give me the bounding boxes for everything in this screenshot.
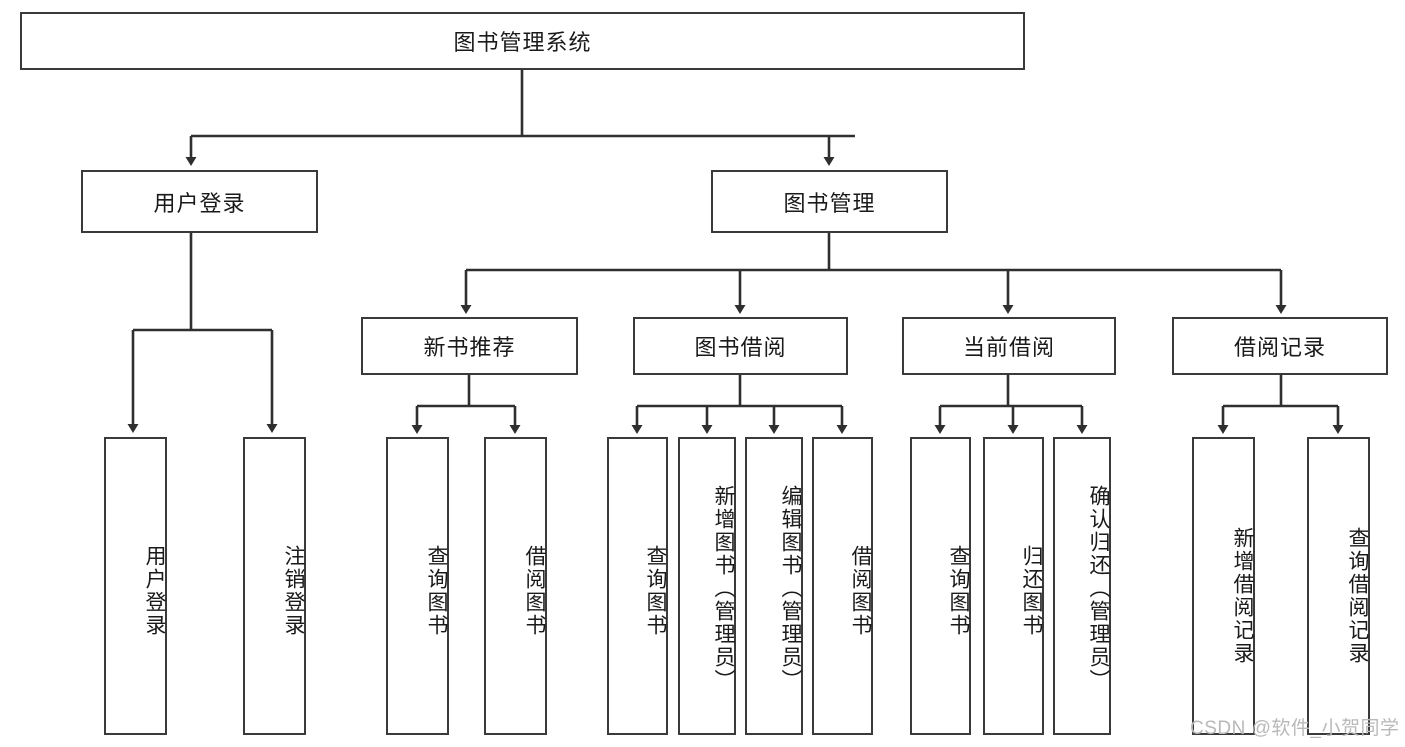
node-leaf-query-book-c-label: 查询图书 xyxy=(947,545,970,637)
node-leaf-query-book-rec[interactable]: 查询图书 xyxy=(386,437,449,735)
node-leaf-logout-label: 注销登录 xyxy=(282,545,305,637)
node-leaf-return-book[interactable]: 归还图书 xyxy=(983,437,1044,735)
edges-root-to-level2 xyxy=(185,70,855,166)
node-leaf-query-record[interactable]: 查询借阅记录 xyxy=(1307,437,1370,735)
node-leaf-query-book-c[interactable]: 查询图书 xyxy=(910,437,971,735)
node-current-borrow-label: 当前借阅 xyxy=(962,335,1055,360)
node-root-label: 图书管理系统 xyxy=(453,30,592,55)
node-book-manage[interactable]: 图书管理 xyxy=(711,170,948,233)
node-root[interactable]: 图书管理系统 xyxy=(20,12,1025,70)
node-leaf-query-book-rec-label: 查询图书 xyxy=(425,545,448,637)
node-leaf-logout[interactable]: 注销登录 xyxy=(243,437,306,735)
node-leaf-edit-book-label: 编辑图书（管理员） xyxy=(779,484,802,692)
node-leaf-return-book-label: 归还图书 xyxy=(1020,545,1043,637)
node-book-borrow[interactable]: 图书借阅 xyxy=(633,317,848,375)
node-leaf-borrow-book-b-label: 借阅图书 xyxy=(849,545,872,637)
edges-currentborrow-to-leaves xyxy=(934,375,1088,434)
node-new-book-rec[interactable]: 新书推荐 xyxy=(361,317,578,375)
node-leaf-user-login[interactable]: 用户登录 xyxy=(104,437,167,735)
node-leaf-confirm-return[interactable]: 确认归还（管理员） xyxy=(1053,437,1111,735)
node-leaf-add-book-label: 新增图书（管理员） xyxy=(712,484,735,692)
node-book-manage-label: 图书管理 xyxy=(783,190,876,216)
edges-bookmanage-to-level3 xyxy=(460,233,1287,314)
node-leaf-borrow-book-rec[interactable]: 借阅图书 xyxy=(484,437,547,735)
node-borrow-record-label: 借阅记录 xyxy=(1233,335,1326,360)
edges-newbook-to-leaves xyxy=(411,375,521,434)
node-user-login[interactable]: 用户登录 xyxy=(81,170,318,233)
edges-bookborrow-to-leaves xyxy=(631,375,848,434)
node-leaf-add-book[interactable]: 新增图书（管理员） xyxy=(678,437,736,735)
watermark-text: CSDN @软件_小贺同学 xyxy=(1190,718,1400,739)
node-leaf-query-book-b[interactable]: 查询图书 xyxy=(607,437,668,735)
edges-booklogin-to-leaves xyxy=(127,233,278,433)
node-leaf-add-record[interactable]: 新增借阅记录 xyxy=(1192,437,1255,735)
node-leaf-confirm-return-label: 确认归还（管理员） xyxy=(1087,484,1110,692)
node-leaf-user-login-label: 用户登录 xyxy=(143,545,166,637)
node-borrow-record[interactable]: 借阅记录 xyxy=(1172,317,1388,375)
node-leaf-borrow-book-rec-label: 借阅图书 xyxy=(523,545,546,637)
node-leaf-borrow-book-b[interactable]: 借阅图书 xyxy=(812,437,873,735)
node-leaf-query-book-b-label: 查询图书 xyxy=(644,545,667,637)
node-current-borrow[interactable]: 当前借阅 xyxy=(902,317,1116,375)
node-new-book-rec-label: 新书推荐 xyxy=(423,335,516,360)
node-leaf-query-record-label: 查询借阅记录 xyxy=(1346,527,1369,665)
node-book-borrow-label: 图书借阅 xyxy=(694,335,787,360)
node-leaf-add-record-label: 新增借阅记录 xyxy=(1231,527,1254,665)
node-leaf-edit-book[interactable]: 编辑图书（管理员） xyxy=(745,437,803,735)
edges-borrowrecord-to-leaves xyxy=(1217,375,1344,434)
node-user-login-label: 用户登录 xyxy=(153,190,246,216)
